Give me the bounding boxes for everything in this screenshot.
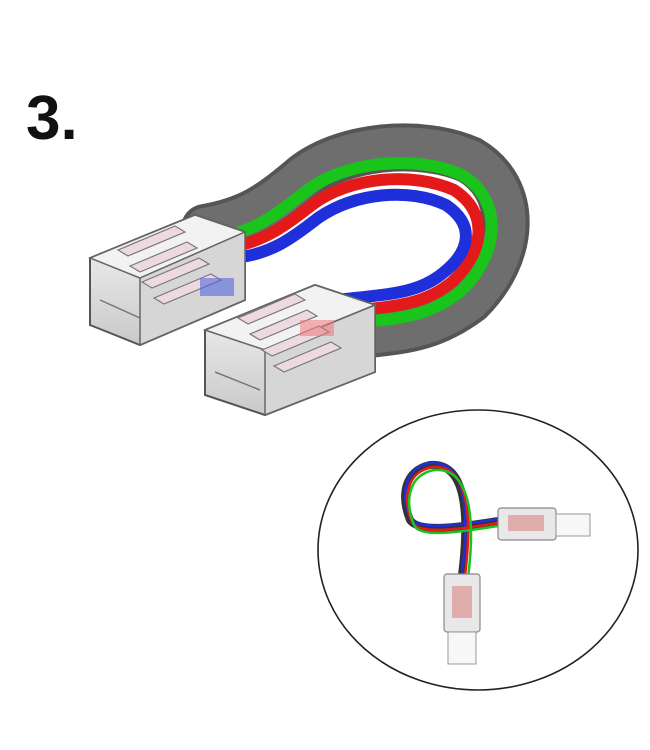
wire-red bbox=[219, 173, 485, 317]
wire-green bbox=[209, 157, 498, 329]
wire-blue bbox=[229, 188, 472, 305]
step-number: 3. bbox=[26, 84, 78, 153]
inset-photo bbox=[317, 409, 639, 691]
inset-circle bbox=[317, 409, 639, 691]
connector-right bbox=[202, 283, 378, 417]
wire-gray bbox=[185, 127, 526, 355]
u-cable bbox=[181, 123, 530, 359]
connector-left bbox=[88, 213, 248, 347]
